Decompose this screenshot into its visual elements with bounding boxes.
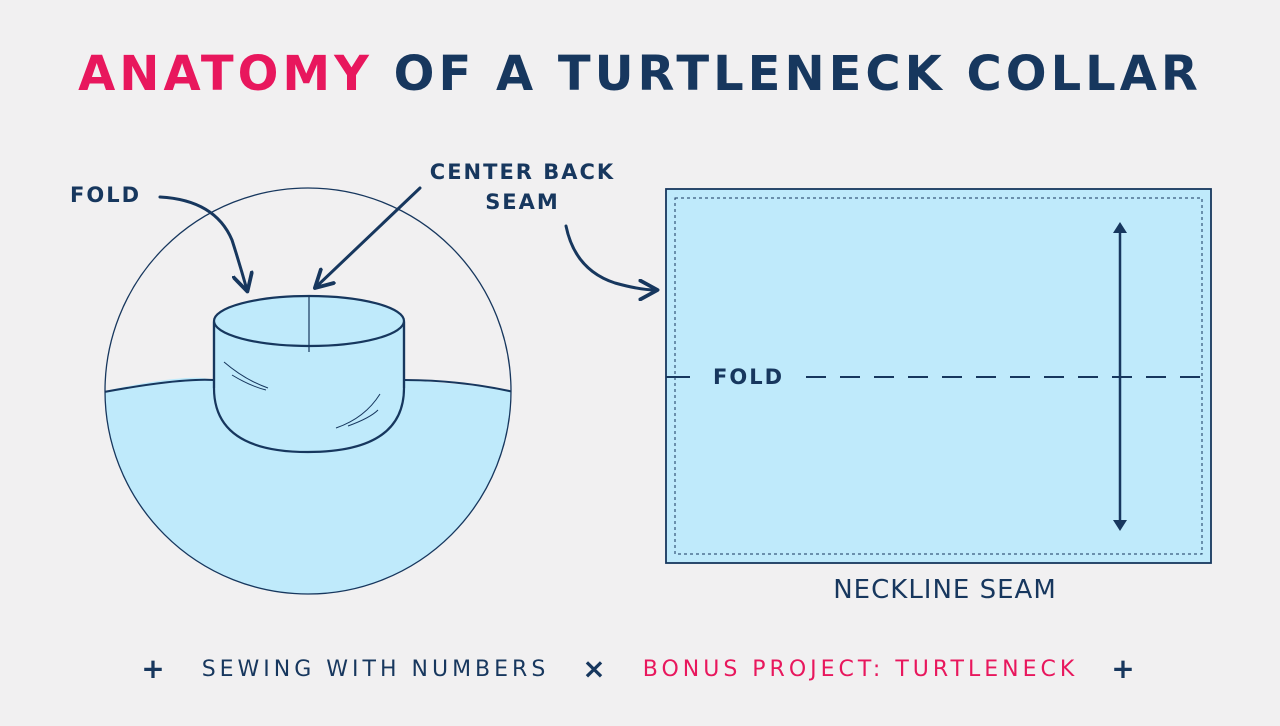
center-back-arrow — [316, 186, 422, 287]
pattern-fold-label: FOLD — [713, 365, 785, 389]
center-back-seam-label: CENTER BACK SEAM — [420, 157, 625, 217]
center-back-label-line1: CENTER BACK — [429, 160, 616, 184]
footer-left-text: SEWING WITH NUMBERS — [201, 657, 550, 682]
footer-plus-left: + — [141, 652, 169, 685]
fold-arrow — [158, 195, 247, 290]
page-title: ANATOMY OF A TURTLENECK COLLAR — [0, 46, 1280, 102]
seam-arrow — [564, 224, 656, 290]
footer-plus-right: + — [1111, 652, 1139, 685]
neckline-seam-label: NECKLINE SEAM — [833, 575, 1057, 605]
footer: + SEWING WITH NUMBERS × BONUS PROJECT: T… — [0, 652, 1280, 685]
collar-illustration — [212, 294, 406, 454]
footer-right-text: BONUS PROJECT: TURTLENECK — [642, 657, 1079, 682]
detail-circle — [104, 187, 512, 595]
footer-separator: × — [582, 652, 610, 685]
center-back-label-line2: SEAM — [485, 190, 560, 214]
grainline-arrow — [1113, 222, 1127, 531]
seam-allowance-line — [674, 197, 1203, 555]
body-fabric — [105, 377, 511, 594]
fold-label: FOLD — [70, 183, 142, 207]
title-rest: OF A TURTLENECK COLLAR — [393, 46, 1202, 102]
title-accent: ANATOMY — [78, 46, 373, 102]
